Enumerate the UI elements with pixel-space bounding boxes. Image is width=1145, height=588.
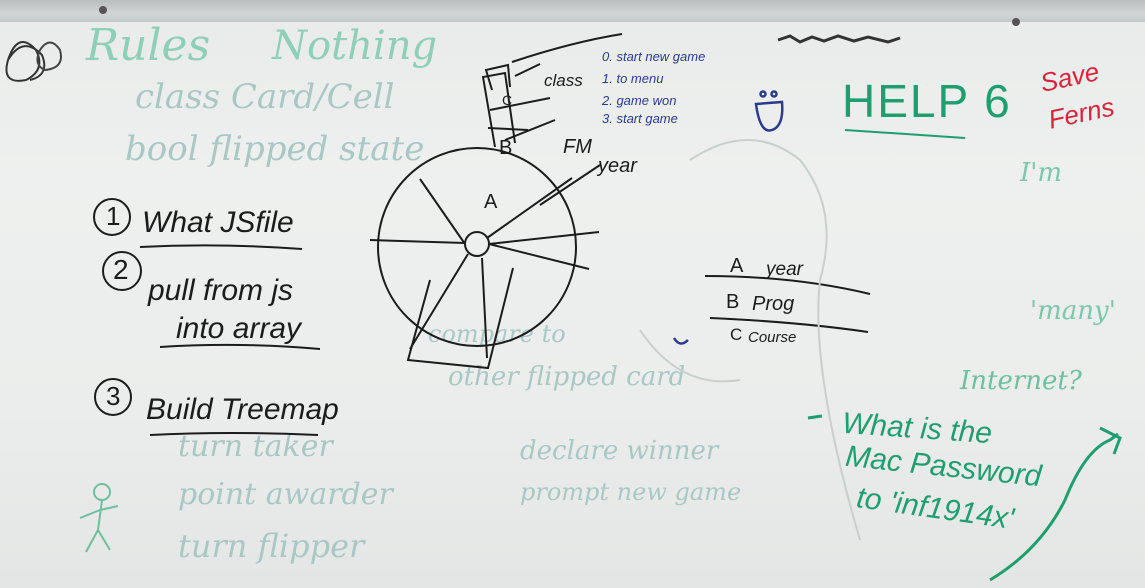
underline-step3 — [149, 432, 319, 436]
menu-item-3: 3. start game — [602, 111, 678, 126]
diagram-label-b: B — [499, 137, 513, 159]
step1-text: What JSfile — [142, 206, 294, 239]
magnet-right — [1012, 18, 1020, 26]
ghost-prompt-new-game: prompt new game — [520, 478, 742, 506]
ghost-turn-taker: turn taker — [178, 429, 333, 464]
menu-item-1: 1. to menu — [602, 71, 664, 86]
underline-step2 — [159, 343, 321, 350]
step1-circle — [93, 198, 131, 236]
legend-line-2 — [709, 317, 869, 333]
blue-face-doodle — [672, 90, 784, 345]
scribble-top-left — [5, 41, 46, 82]
step1-number: 1 — [106, 201, 121, 231]
legend-a-value: year — [766, 259, 803, 280]
menu-item-0: 0. start new game — [602, 49, 706, 64]
step3-text: Build Treemap — [146, 393, 339, 426]
green-arrow — [989, 426, 1122, 582]
step2-text-line2: into array — [176, 312, 302, 345]
legend-line-1 — [704, 275, 871, 295]
ghost-outline — [689, 139, 861, 541]
step3-number: 3 — [106, 381, 121, 411]
ghost-turn-flipper: turn flipper — [178, 527, 365, 565]
step2-circle — [102, 251, 142, 291]
ghost-im: I'm — [1020, 158, 1063, 188]
help-underline — [844, 129, 966, 139]
ghost-many: 'many' — [1030, 296, 1116, 326]
underline-step1 — [139, 244, 303, 250]
menu-item-2: 2. game won — [602, 93, 677, 108]
step2-number: 2 — [113, 254, 129, 285]
stick-figure — [79, 483, 119, 553]
ghost-point-awarder: point awarder — [178, 477, 393, 512]
help-title: HELP 6 — [842, 75, 1012, 127]
ghost-nothing: Nothing — [272, 23, 438, 69]
step3-circle — [94, 378, 132, 416]
diagram-year-label: year — [598, 155, 637, 177]
whiteboard-top-rail — [0, 0, 1145, 22]
legend-c-value: Course — [748, 329, 797, 346]
legend-b-key: B — [726, 291, 740, 313]
menu-top-line — [511, 33, 623, 63]
diagram-fm-label: FM — [563, 136, 592, 158]
step2-text: pull from js — [148, 274, 294, 307]
legend-b-value: Prog — [752, 293, 795, 315]
ghost-bool-flipped: bool flipped state — [125, 129, 425, 169]
magnet-left — [99, 6, 107, 14]
legend-a-key: A — [730, 255, 744, 277]
legend-c-key: C — [730, 325, 743, 344]
ghost-internet: Internet? — [960, 366, 1082, 396]
diagram-class-label: class — [544, 71, 583, 90]
diagram-label-c: C — [502, 92, 513, 108]
ghost-rules: Rules — [86, 20, 211, 71]
ghost-declare-winner: declare winner — [520, 436, 719, 466]
diagram-label-a: A — [484, 191, 498, 213]
ghost-class-card: class Card/Cell — [135, 77, 395, 117]
sunburst-diagram — [369, 63, 601, 370]
scribble-top-right — [777, 34, 901, 44]
